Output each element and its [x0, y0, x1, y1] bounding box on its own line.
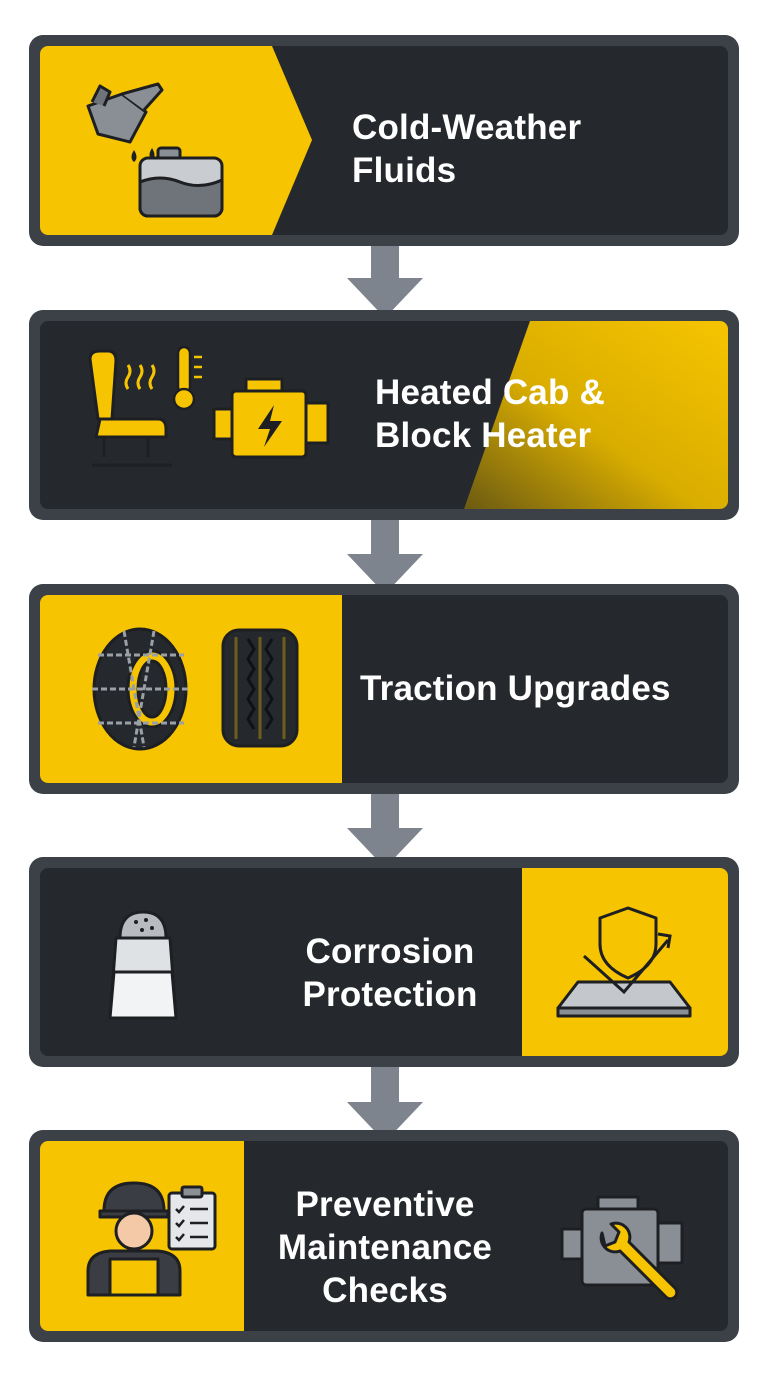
step-4-title-line-1: Corrosion	[305, 932, 475, 971]
step-5-title-line-2: Maintenance	[277, 1228, 493, 1267]
shield-plate-icon	[556, 906, 692, 1018]
step-card-preventive-maintenance: Preventive Maintenance Checks	[29, 1130, 739, 1342]
step-2-title-line-2: Block Heater	[375, 416, 592, 455]
salt-shaker-icon	[108, 910, 178, 1020]
step-2-title-line-1: Heated Cab &	[375, 373, 605, 412]
step-5-title-line-1: Preventive	[295, 1185, 475, 1224]
tire-chain-icon	[92, 627, 188, 751]
step-1-title-line-2: Fluids	[352, 151, 457, 190]
heated-seat-icon	[88, 349, 172, 467]
flow-arrow-3-icon	[334, 782, 436, 878]
checklist-icon	[167, 1185, 217, 1251]
oil-can-icon	[86, 82, 164, 162]
thermometer-icon	[172, 345, 202, 411]
engine-wrench-icon	[560, 1195, 684, 1301]
step-card-heated-cab: Heated Cab & Block Heater	[29, 310, 739, 520]
step-4-title-line-2: Protection	[302, 975, 478, 1014]
step-card-cold-weather-fluids: Cold-Weather Fluids	[29, 35, 739, 246]
mechanic-icon	[86, 1181, 182, 1297]
engine-heater-icon	[212, 377, 330, 459]
step-card-traction-upgrades: Traction Upgrades	[29, 584, 739, 794]
step-2-yellow-panel	[464, 321, 728, 509]
step-1-title-line-1: Cold-Weather	[352, 108, 582, 147]
winter-tire-icon	[221, 628, 299, 748]
flow-arrow-1-icon	[334, 232, 436, 328]
step-5-title-line-3: Checks	[322, 1271, 448, 1310]
step-3-title-line-1: Traction Upgrades	[360, 669, 671, 708]
fluid-reservoir-icon	[138, 146, 224, 218]
flow-arrow-4-icon	[334, 1056, 436, 1152]
step-card-corrosion-protection: Corrosion Protection	[29, 857, 739, 1067]
flow-arrow-2-icon	[334, 508, 436, 604]
